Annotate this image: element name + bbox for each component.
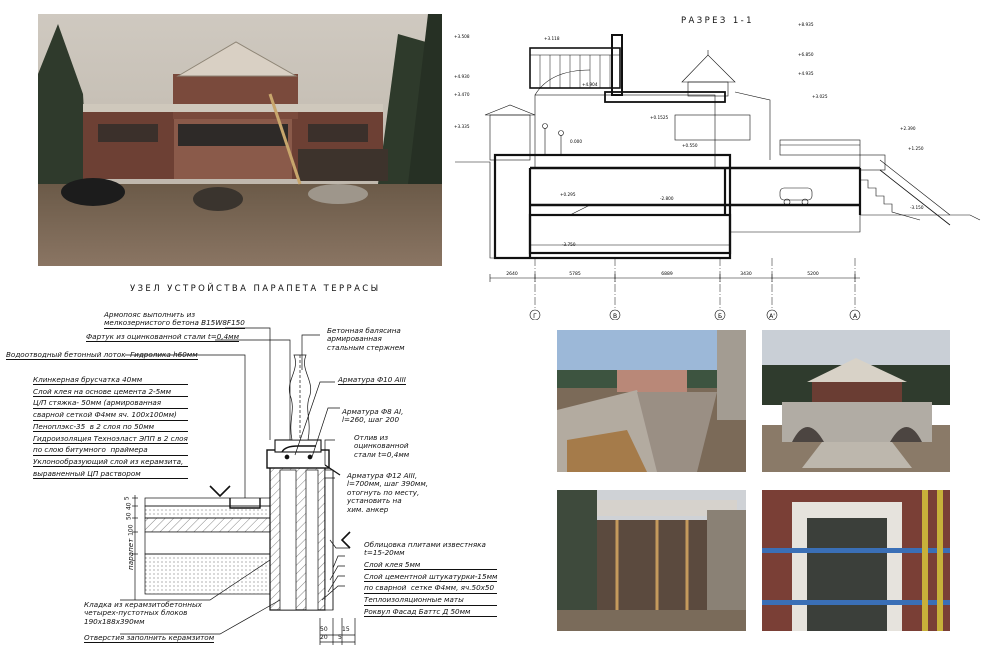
photo-house-construction — [38, 14, 442, 266]
note-armopoyas: Армопояс выполнить из мелкозернистого бе… — [104, 310, 245, 329]
axis-label: А — [853, 313, 858, 320]
level-mark: +0.1525 — [650, 115, 668, 120]
layer-item: по сварной сетке Ф4мм, яч.50х50 — [364, 584, 498, 594]
layer-item: Клинкерная брусчатка 40мм — [33, 375, 188, 386]
photo-window-frame — [762, 490, 950, 631]
detail-dimension: 20 — [320, 634, 328, 641]
layer-item: Теплоизоляционные маты — [364, 595, 498, 606]
detail-dimension: 50 — [125, 512, 133, 521]
layer-item: Пеноплэкс-35 в 2 слоя по 50мм — [33, 422, 188, 433]
layer-item: выравненный ЦП раствором — [33, 469, 188, 480]
detail-dimension: 5 — [338, 634, 342, 641]
section-drawing: +3.508 +3.118 +8.935 +6.850 +4.930 +4.935 +4.9… — [450, 10, 981, 320]
detail-dimension: 50 — [320, 626, 328, 633]
note-arm10: Арматура Ф10 АIII — [338, 375, 406, 386]
detail-dimension: 5 — [123, 496, 131, 501]
layer-item: Слой клея 5мм — [364, 560, 498, 571]
photo-terrace-side — [557, 330, 746, 472]
layer-item: Уклонообразующий слой из керамзита, — [33, 457, 188, 468]
section-title: РАЗРЕЗ 1-1 — [681, 16, 754, 26]
dimension-label: 6889 — [661, 271, 673, 277]
dimension-label: 5200 — [807, 271, 819, 277]
layer-item: сварной сеткой Ф4мм яч. 100х100мм) — [33, 410, 188, 421]
note-otverstia: Отверстия заполнить керамзитом — [84, 633, 215, 644]
level-mark: +3.025 — [812, 94, 828, 99]
detail-dimension: 100 — [127, 524, 135, 536]
note-kladka: Кладка из керамзитобетонных четырех-пуст… — [84, 600, 202, 626]
level-mark: +4.935 — [798, 71, 814, 76]
dimension-label: 3430 — [740, 271, 752, 277]
layer-item: Слой цементной штукатурки-15мм — [364, 571, 498, 583]
detail-dimension: 15 — [342, 626, 350, 633]
dimension-label: 5785 — [569, 271, 581, 277]
level-mark: +3.470 — [454, 92, 470, 97]
note-arm12: Арматура Ф12 АIII, l=700мм, шаг 390мм, о… — [347, 471, 429, 514]
detail-dimension: 40 — [125, 502, 133, 511]
level-mark: -6.150 — [450, 10, 464, 11]
level-mark: -3.150 — [910, 205, 924, 210]
layer-item: Роквул Фасад Баттс Д 50мм — [364, 607, 498, 618]
level-mark: +8.935 — [798, 22, 814, 27]
axis-label: Г — [533, 313, 537, 320]
note-balyasina: Бетонная балясина армированная стальным … — [327, 326, 405, 352]
detail-title: УЗЕЛ УСТРОЙСТВА ПАРАПЕТА ТЕРРАСЫ — [130, 284, 381, 294]
level-mark: +6.850 — [798, 52, 814, 57]
level-mark: +1.250 — [908, 146, 924, 151]
level-mark: +4.904 — [582, 82, 598, 87]
note-fartuk: Фартук из оцинкованной стали t=0,4мм — [86, 332, 239, 343]
level-mark: +3.118 — [544, 36, 560, 41]
layer-item: Слой клея на основе цемента 2-5мм — [33, 387, 188, 398]
level-mark: +4.930 — [454, 74, 470, 79]
note-obl: Облицовка плитами известняка t=15-20мм — [364, 540, 486, 558]
level-mark: -3.750 — [562, 242, 576, 247]
level-mark: +3.335 — [454, 124, 470, 129]
level-mark: -2.800 — [660, 196, 674, 201]
note-lotok: Водоотводный бетонный лоток Гидролика h6… — [6, 350, 198, 361]
note-arm8: Арматура Ф8 АI, l=260, шаг 200 — [342, 407, 404, 425]
level-mark: 0.000 — [570, 139, 582, 144]
axis-label: В — [613, 313, 617, 320]
photo-beams-interior — [557, 490, 746, 631]
dimension-label: 2640 — [506, 271, 518, 277]
level-mark: +0.550 — [682, 143, 698, 148]
axis-label: Б — [718, 313, 722, 320]
note-otliv: Отлив из оцинкованной стали t=0,4мм — [354, 433, 410, 459]
layer-item: Ц/П стяжка- 50мм (армированная — [33, 399, 188, 409]
layer-item: Гидроизоляция Техноэласт ЭПП в 2 слоя — [33, 433, 188, 444]
level-mark: +0.295 — [560, 192, 576, 197]
level-mark: +2.390 — [900, 126, 916, 131]
note-parapet: парапет — [126, 538, 135, 570]
axis-label: А' — [769, 313, 775, 320]
photo-terrace-front — [762, 330, 950, 472]
level-mark: +3.508 — [454, 34, 470, 39]
detail-drawing — [120, 327, 356, 645]
layer-item: по слою битумного праймера — [33, 445, 188, 456]
